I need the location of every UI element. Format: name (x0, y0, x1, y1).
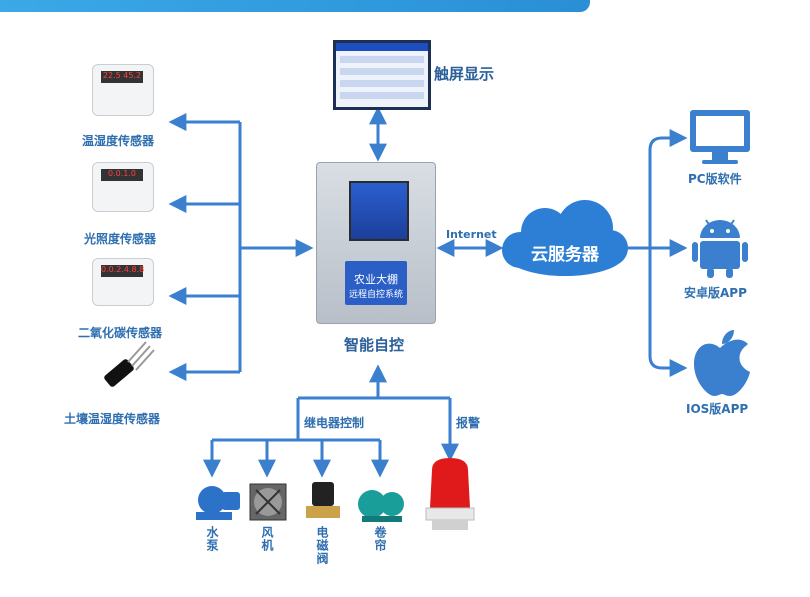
co2-sensor: 0.0.2.4.8.8 (92, 258, 154, 306)
water-pump-label: 水泵 (205, 526, 219, 552)
shutter-motor-icon (358, 490, 404, 522)
light-sensor-label: 光照度传感器 (84, 232, 157, 246)
pump-icon (196, 486, 240, 520)
light-readout: 0.0.1.0 (101, 169, 143, 181)
valve-icon (306, 482, 340, 518)
monitor-icon (690, 110, 750, 164)
controller-screen (349, 181, 409, 241)
soil-sensor-label: 土壤温湿度传感器 (64, 412, 161, 426)
android-app-label: 安卓版APP (684, 286, 747, 300)
cloud-icon (502, 200, 628, 276)
alarm-light-icon (425, 458, 475, 530)
cloud-server-label: 云服务器 (531, 245, 599, 265)
android-icon (692, 219, 748, 278)
solenoid-valve-label: 电磁阀 (315, 526, 329, 565)
alarm-label: 报警 (456, 416, 481, 430)
temp-humidity-sensor: 22.5 45.2 (92, 64, 154, 116)
controller-box: 农业大棚 远程自控系统 (316, 162, 436, 324)
top-bar (0, 0, 590, 12)
ios-app-label: IOS版APP (686, 402, 749, 416)
roller-shutter-label: 卷帘 (373, 526, 387, 552)
controller-line2: 远程自控系统 (348, 290, 403, 300)
touch-display-label: 触屏显示 (434, 65, 495, 83)
smart-control-label: 智能自控 (344, 336, 405, 354)
controller-line1: 农业大棚 (354, 273, 398, 286)
app-bus (648, 136, 663, 370)
light-sensor: 0.0.1.0 (92, 162, 154, 212)
co2-sensor-label: 二氧化碳传感器 (78, 326, 163, 340)
fan-label: 风机 (260, 526, 274, 552)
apple-icon (694, 330, 750, 396)
fan-icon (249, 483, 287, 521)
relay-control-label: 继电器控制 (304, 416, 365, 430)
touch-screen (333, 40, 431, 110)
controller-plate: 农业大棚 远程自控系统 (345, 261, 407, 305)
temp-humidity-readout: 22.5 45.2 (101, 71, 143, 83)
pc-software-label: PC版软件 (688, 172, 742, 186)
soil-sensor-icon (104, 341, 155, 387)
co2-readout: 0.0.2.4.8.8 (101, 265, 144, 277)
internet-label: Internet (446, 228, 497, 241)
temp-humidity-label: 温湿度传感器 (82, 134, 155, 148)
